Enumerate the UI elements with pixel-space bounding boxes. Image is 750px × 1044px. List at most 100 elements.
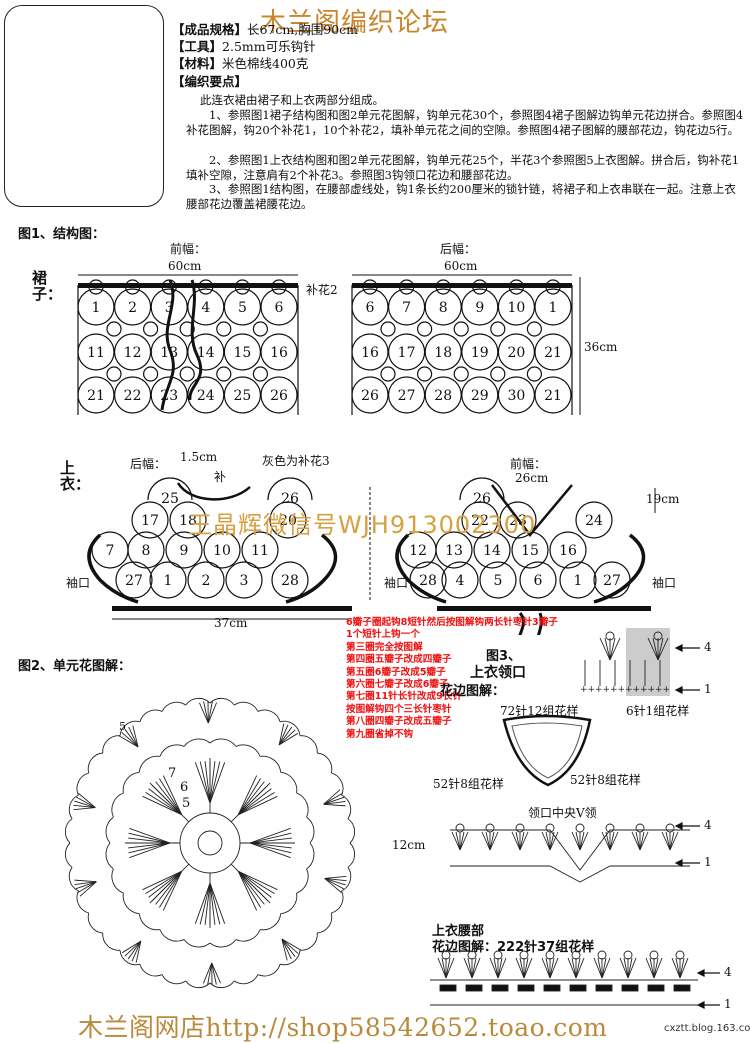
v-stitch-fan [580,832,588,850]
stitch-mark: + [633,685,641,695]
waist-fan [620,958,628,978]
v-stitch-fan [512,832,520,850]
waist-fan [494,958,498,978]
v-stitch-fan [490,832,494,850]
motif-number: 3 [240,573,249,589]
v-stitch-fan [486,832,490,850]
motif-fan [73,808,95,810]
skirt-height: 36cm [584,340,617,354]
motif-number: 6 [275,300,284,316]
waist-fan [498,958,502,978]
v-picot [546,824,554,832]
waist-picot [650,951,658,959]
motif-number: 24 [197,388,215,404]
motif-number: 10 [213,543,231,559]
skirt-back-width: 60cm [444,259,477,273]
stitch-mark: + [588,685,596,695]
waist-picot [442,951,450,959]
motif-chain [236,745,260,757]
round-label-c: 6 [180,780,188,795]
patch-circle [418,322,432,336]
v-picot [666,824,674,832]
motif-number: 9 [180,543,189,559]
v-picot [636,824,644,832]
waist-picot [598,951,606,959]
instruction-2: 2、参照图1上衣结构图和图2单元花图解，钩单元花25个，半花3个参照图5上衣图解… [186,153,746,182]
motif-number: 5 [238,300,247,316]
v-stitch-fan [610,832,614,850]
motif-chain [184,940,210,947]
waist-fan [602,958,610,978]
motif-outer-chain [342,795,351,819]
motif-number: 19 [471,345,489,361]
waist-fan [472,958,476,978]
motif-number: 25 [233,388,251,404]
motif-chain [123,893,139,914]
v-stitch-fan [490,832,498,850]
motif-outer-chain [88,913,103,933]
motif-number: 21 [87,388,105,404]
motif-stitch [152,871,182,901]
patch-circle [253,322,267,336]
side-height: 19cm [646,492,679,506]
v-picot [456,824,464,832]
motif-outer-chain [186,698,210,705]
motif-outer-chain [258,964,280,976]
waist-fan [654,958,662,978]
instruction-3: 3、参照图1结构图，在腰部虚线处，钩1条长约200厘米的锁针链，将裙子和上衣串联… [186,182,746,211]
stitch-mark: + [595,685,603,695]
stitch-mark: + [655,685,663,695]
motif-number: 13 [445,543,463,559]
motif-number: 1 [549,300,558,316]
waist-fan [520,958,524,978]
waist-block [440,985,456,991]
sleeve-edge-right [286,535,336,602]
v-stitch-fan [452,832,460,850]
skirt-front-label: 前幅： [170,240,206,257]
motif-stitch [250,843,291,853]
motif-number: 30 [507,388,525,404]
motif-stitch [200,883,210,924]
grey-note: 灰色为补花3 [262,452,330,469]
motif-number: 16 [361,345,379,361]
motif-outer-chain [317,753,332,773]
motif-outer-chain [162,702,186,711]
stitch-mark: + [648,685,656,695]
v-stitch-fan [666,832,670,850]
motif-stitch [129,843,170,853]
v-stitch-fan [572,832,580,850]
watermark-text: 王晶辉微信号WJH913002300 [188,505,536,540]
motif-fan [325,878,342,892]
motif-outer-chain [331,891,343,913]
motif-number: 24 [585,513,603,529]
v-picot [516,824,524,832]
motif-outer-chain [348,819,355,843]
v-chart-base [450,830,690,870]
motif-outer-chain [234,975,258,984]
waist-fan [594,958,602,978]
stitch-fan [605,638,610,660]
motif-number: 1 [574,573,583,589]
waist-fan [524,958,528,978]
waist-picot [546,951,554,959]
motif-outer-chain [140,964,162,976]
v-stitch-fan [580,832,584,850]
cuff-left: 袖口 [66,574,90,591]
motif-number: 21 [544,345,562,361]
photo-frame [4,5,164,207]
v-stitch-fan [670,832,674,850]
row-4-v: 4 [704,818,712,832]
bottom-width: 37cm [214,616,247,630]
motif-outer-chain [210,981,234,988]
waist-fan [472,958,480,978]
motif-number: 8 [439,300,448,316]
stitch-mark: + [625,685,633,695]
motif-number: 4 [201,300,210,316]
top-front-label: 前幅： [510,455,546,472]
waist-fan [568,958,576,978]
motif-outer-chain [210,698,234,705]
motif-outer-chain [162,975,186,984]
motif-outer-chain [258,710,280,722]
